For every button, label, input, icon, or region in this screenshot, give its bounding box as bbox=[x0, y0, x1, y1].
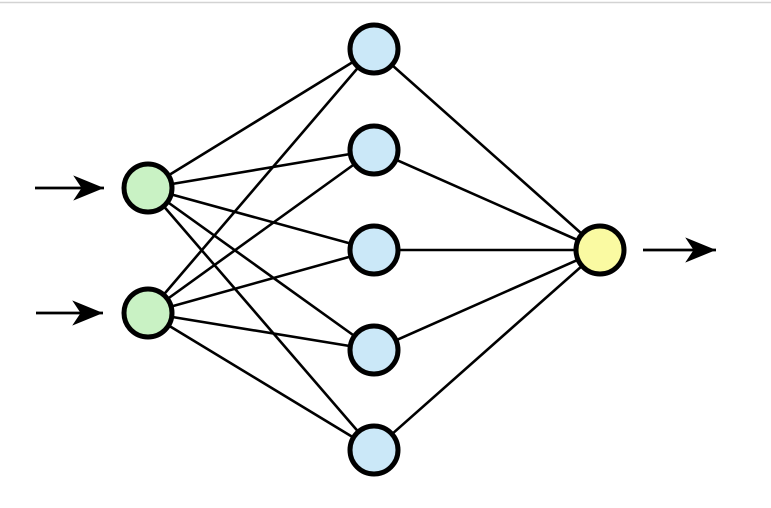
edge-hidden-4-to-output-1 bbox=[373, 248, 601, 352]
edge-hidden-5-to-output-1 bbox=[373, 249, 601, 451]
edge-input-2-to-hidden-4 bbox=[147, 311, 375, 352]
edge-input-2-to-hidden-1 bbox=[147, 48, 375, 314]
node-hidden-3 bbox=[347, 223, 401, 277]
node-hidden-5 bbox=[347, 423, 401, 477]
edge-input-1-to-hidden-4 bbox=[147, 186, 375, 352]
node-input-2 bbox=[121, 286, 175, 340]
edges-group bbox=[147, 47, 601, 452]
edge-input-1-to-hidden-1 bbox=[147, 47, 375, 190]
edge-input-1-to-hidden-5 bbox=[147, 187, 375, 451]
node-input-1 bbox=[121, 161, 175, 215]
edge-input-1-to-hidden-3 bbox=[147, 186, 375, 252]
node-output-1 bbox=[573, 223, 627, 277]
node-hidden-4 bbox=[347, 323, 401, 377]
edge-input-2-to-hidden-3 bbox=[147, 248, 375, 315]
arrows-group bbox=[35, 175, 716, 326]
edge-hidden-1-to-output-1 bbox=[373, 48, 601, 251]
nodes-group bbox=[121, 22, 627, 477]
edge-input-2-to-hidden-5 bbox=[147, 311, 375, 452]
node-hidden-2 bbox=[347, 123, 401, 177]
edge-input-1-to-hidden-2 bbox=[147, 148, 375, 190]
node-hidden-1 bbox=[347, 22, 401, 76]
edge-input-2-to-hidden-2 bbox=[147, 148, 375, 315]
edge-hidden-2-to-output-1 bbox=[373, 148, 601, 252]
